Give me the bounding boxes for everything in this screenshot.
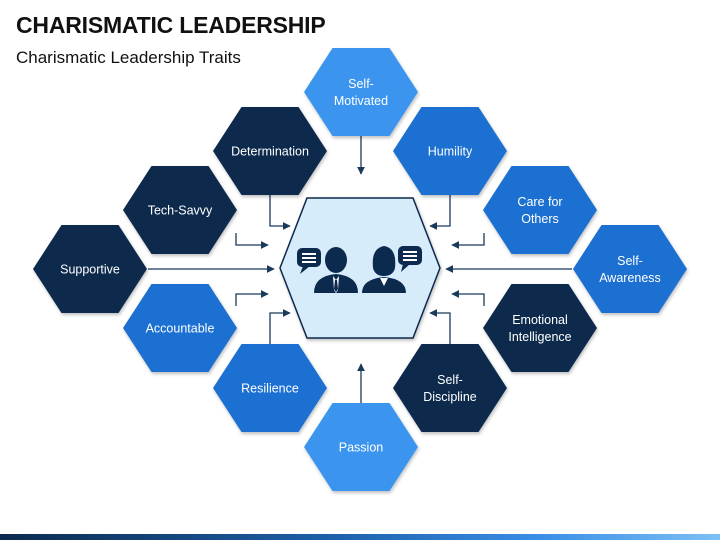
trait-label-emotional-intelligence-line-2: Intelligence <box>508 330 571 344</box>
speech-bubble-icon <box>297 248 321 274</box>
connector-arrow-care-for-others <box>451 233 485 249</box>
connector-arrow-emotional-intelligence <box>451 290 485 306</box>
connector-arrow-self-discipline <box>429 309 451 344</box>
trait-label-resilience: Resilience <box>241 382 299 396</box>
trait-label-tech-savvy: Tech-Savvy <box>148 204 213 218</box>
trait-hexagon-shape <box>123 284 237 372</box>
trait-label-care-for-others-line-1: Care for <box>517 195 562 209</box>
trait-hexagon-accountable: Accountable <box>123 284 237 372</box>
trait-hexagon-shape <box>123 166 237 254</box>
trait-label-self-awareness-line-2: Awareness <box>599 271 661 285</box>
trait-hexagon-shape <box>304 48 418 136</box>
trait-label-determination: Determination <box>231 145 309 159</box>
trait-hexagon-shape <box>304 403 418 491</box>
businesswoman-icon <box>362 246 406 293</box>
trait-hexagon-shape <box>213 107 327 195</box>
trait-label-passion: Passion <box>339 441 384 455</box>
trait-hexagon-determination: Determination <box>213 107 327 195</box>
bottom-accent-bar <box>0 534 720 540</box>
connector-arrow-tech-savvy <box>235 233 269 249</box>
trait-hexagon-shape <box>573 225 687 313</box>
trait-hexagon-shape <box>483 284 597 372</box>
trait-hexagon-shape <box>213 344 327 432</box>
trait-hexagon-shape <box>483 166 597 254</box>
trait-hexagon-passion: Passion <box>304 403 418 491</box>
page-title: CHARISMATIC LEADERSHIP <box>16 12 326 38</box>
trait-label-self-discipline-line-1: Self- <box>437 373 463 387</box>
trait-hexagon-shape <box>393 107 507 195</box>
trait-label-care-for-others-line-2: Others <box>521 212 559 226</box>
trait-label-self-motivated-line-2: Motivated <box>334 94 388 108</box>
trait-label-self-motivated-line-1: Self- <box>348 77 374 91</box>
trait-hexagon-resilience: Resilience <box>213 344 327 432</box>
connector-arrow-resilience <box>269 309 291 344</box>
connector-arrow-determination <box>269 195 291 230</box>
speech-bubble-icon <box>398 246 422 272</box>
trait-hexagon-self-discipline: Self- Discipline <box>393 344 507 432</box>
trait-hexagon-supportive: Supportive <box>33 225 147 313</box>
connector-arrow-accountable <box>235 290 269 306</box>
trait-label-supportive: Supportive <box>60 263 120 277</box>
trait-label-humility: Humility <box>428 145 473 159</box>
trait-hexagon-shape <box>393 344 507 432</box>
page-subtitle: Charismatic Leadership Traits <box>16 48 241 67</box>
trait-label-self-discipline-line-2: Discipline <box>423 390 477 404</box>
center-hexagon <box>279 197 441 339</box>
connector-arrow-humility <box>429 195 451 230</box>
center-hexagon-group <box>279 197 441 339</box>
trait-hexagon-humility: Humility <box>393 107 507 195</box>
trait-hexagon-shape <box>33 225 147 313</box>
trait-label-self-awareness-line-1: Self- <box>617 254 643 268</box>
businessman-icon <box>314 247 358 293</box>
trait-hexagon-self-motivated: Self- Motivated <box>304 48 418 136</box>
trait-label-emotional-intelligence-line-1: Emotional <box>512 313 568 327</box>
connector-lines <box>148 136 572 403</box>
trait-hexagon-tech-savvy: Tech-Savvy <box>123 166 237 254</box>
trait-label-accountable: Accountable <box>146 322 215 336</box>
trait-hexagon-self-awareness: Self- Awareness <box>573 225 687 313</box>
